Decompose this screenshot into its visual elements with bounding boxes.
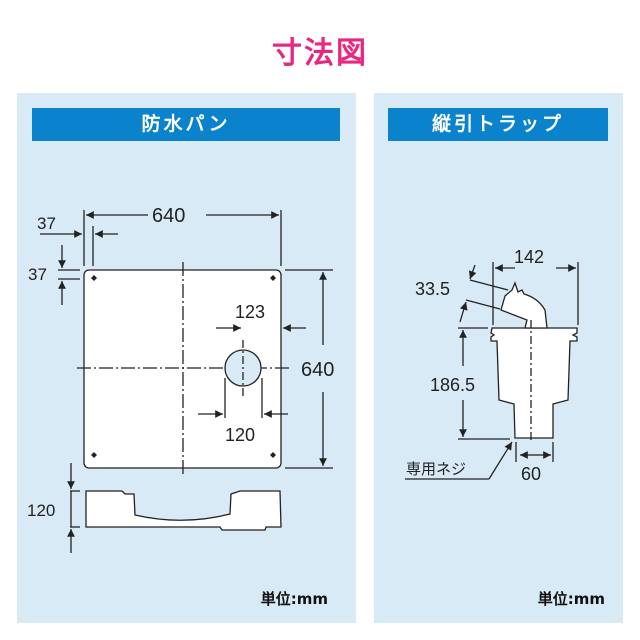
callout-dedicated-screw: 専用ネジ <box>406 461 466 478</box>
panel-header-vertical-trap: 縦引トラップ <box>388 108 608 141</box>
trap-drawing <box>405 262 579 480</box>
dim-186-5: 186.5 <box>430 375 475 395</box>
page-title: 寸法図 <box>272 36 368 71</box>
dim-142: 142 <box>514 247 544 267</box>
dim-37-vertical: 37 <box>28 265 47 284</box>
pan-top-view <box>40 210 333 476</box>
unit-label: 単位:mm <box>260 590 328 608</box>
unit-label: 単位:mm <box>537 590 605 608</box>
pan-side-view <box>67 463 282 553</box>
dim-640-depth: 640 <box>301 359 334 381</box>
dim-120-drain: 120 <box>225 425 255 445</box>
panel-header-waterproof-pan: 防水パン <box>32 108 340 141</box>
dim-37-horizontal: 37 <box>37 214 56 233</box>
dim-60: 60 <box>521 464 541 484</box>
dim-123: 123 <box>235 302 265 322</box>
corner-screw-icons <box>91 275 276 458</box>
dim-33-5: 33.5 <box>415 279 450 299</box>
dim-120-height: 120 <box>27 501 55 520</box>
dim-640-width: 640 <box>152 205 185 227</box>
